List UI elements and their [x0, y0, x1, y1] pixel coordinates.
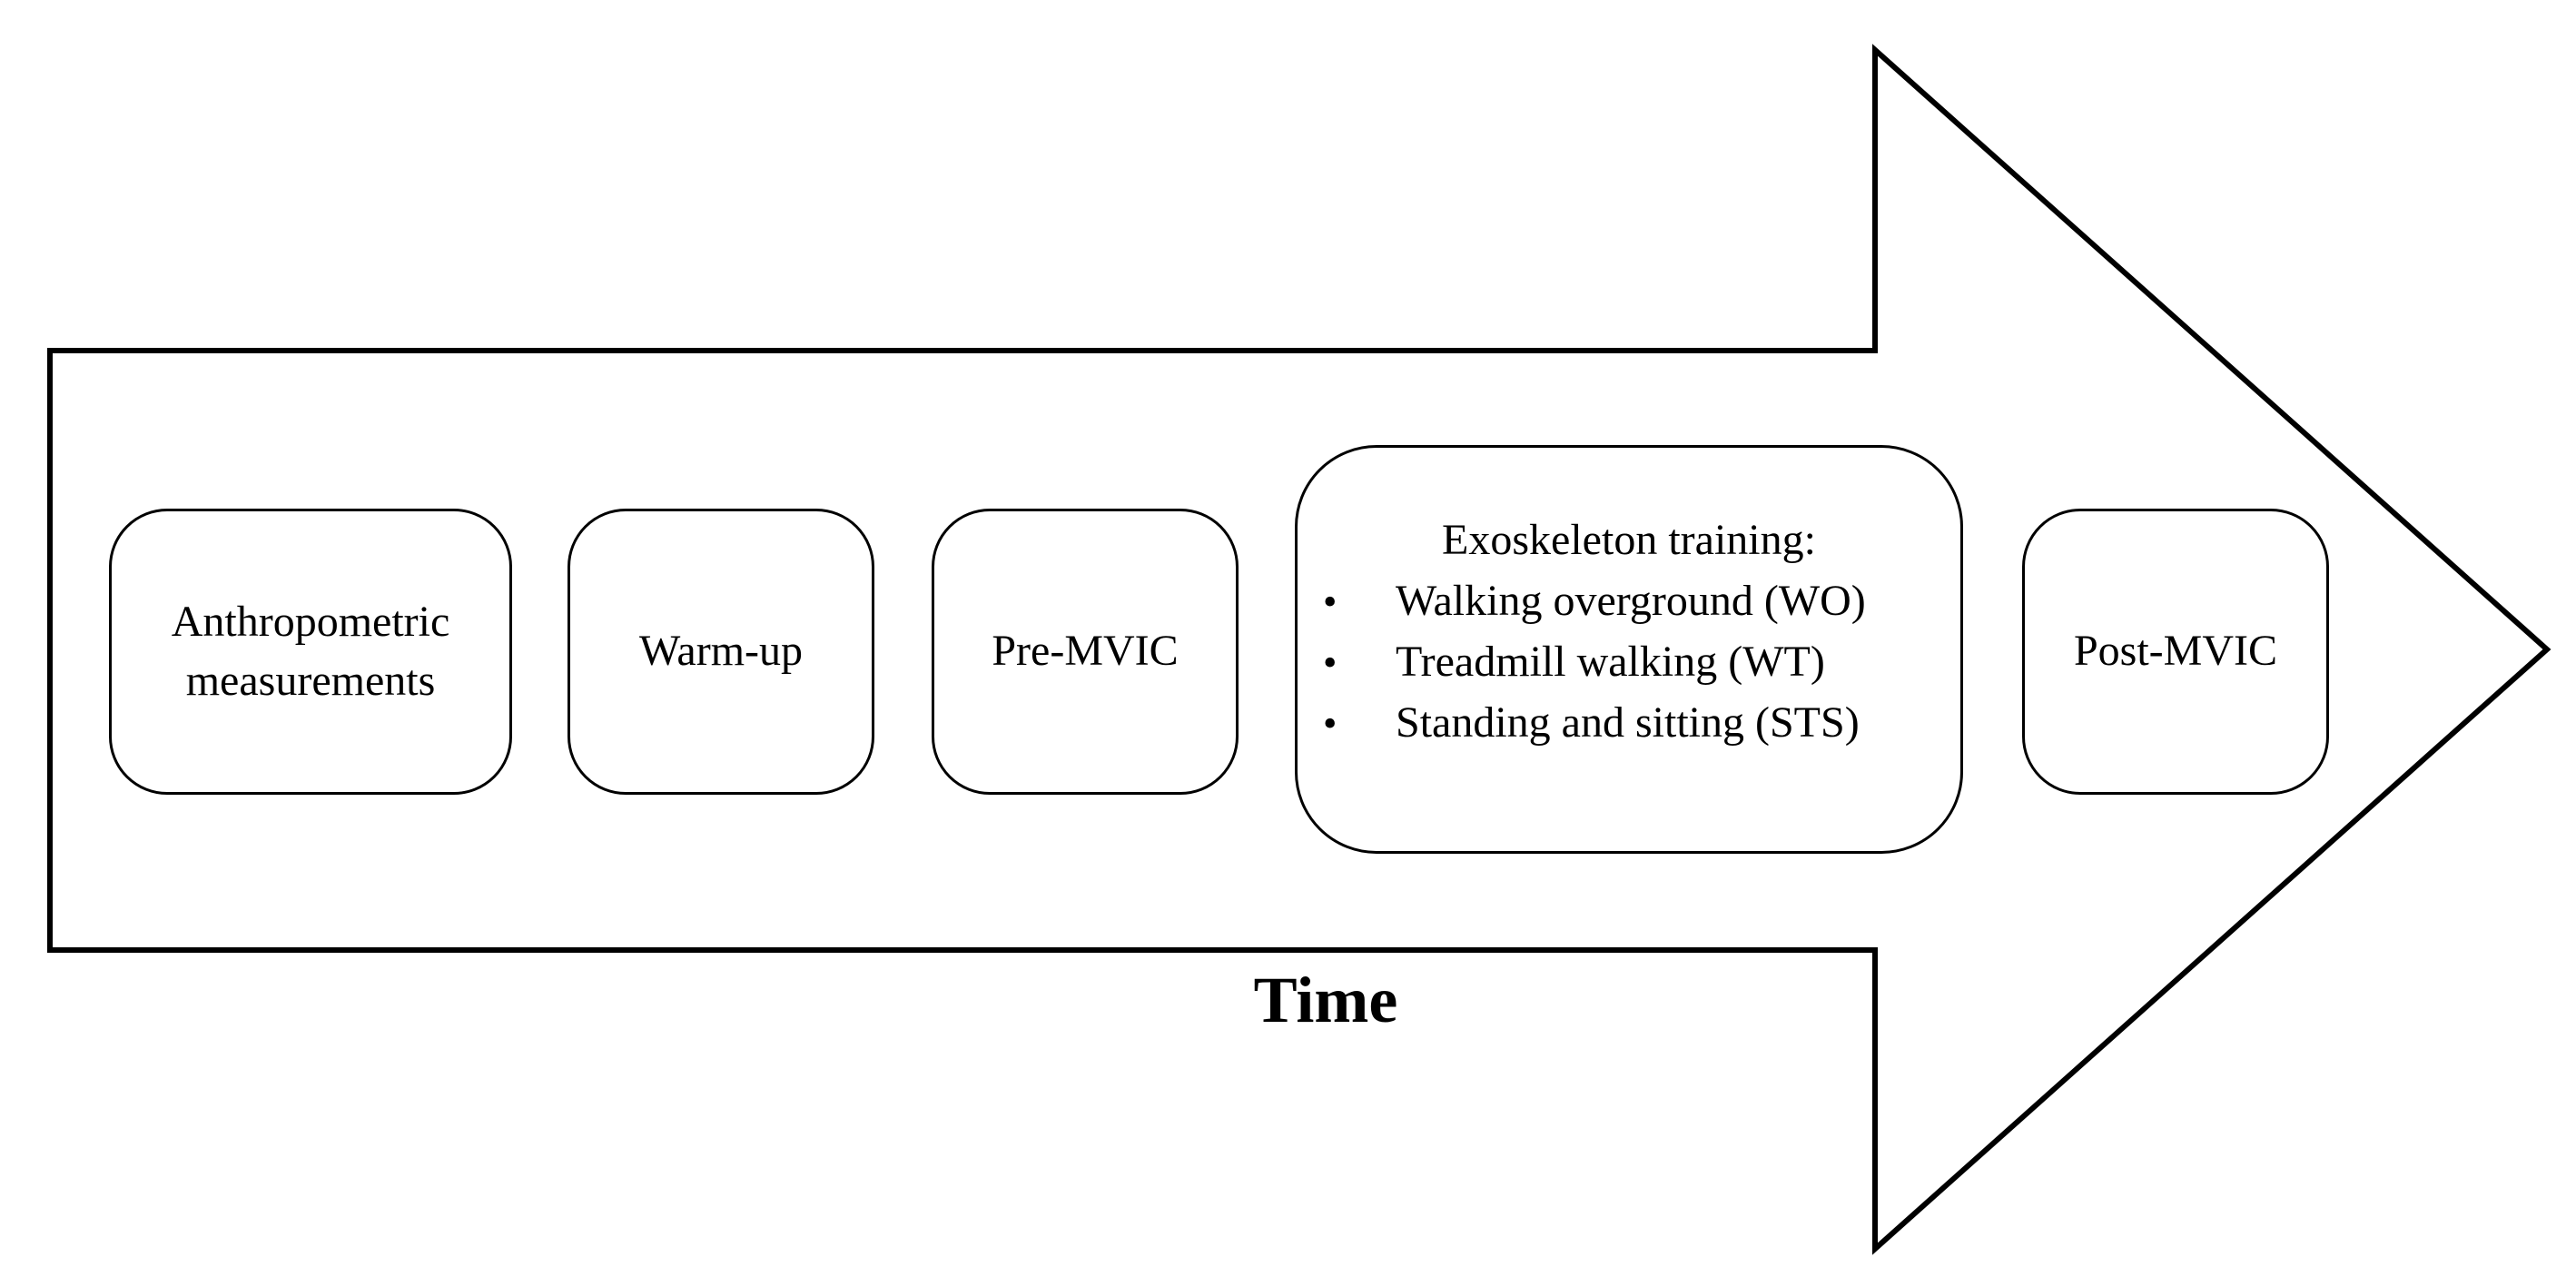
step-post-mvic: Post-MVIC	[2022, 509, 2329, 795]
training-item-text: Standing and sitting (STS)	[1396, 698, 1860, 747]
time-axis-label: Time	[1253, 964, 1398, 1036]
training-item-text: Treadmill walking (WT)	[1396, 638, 1825, 686]
step-warm-up: Warm-up	[568, 509, 874, 795]
training-title: Exoskeleton training:	[1442, 516, 1816, 564]
bullet: •	[1323, 640, 1337, 685]
training-list: • Walking overground (WO) • Treadmill wa…	[1323, 570, 1866, 753]
bullet: •	[1323, 701, 1337, 746]
step-pre-mvic: Pre-MVIC	[932, 509, 1239, 795]
step-label: Anthropometric measurements	[171, 597, 450, 705]
step-exoskeleton-training: Exoskeleton training: • Walking overgrou…	[1295, 445, 1963, 854]
list-item: • Treadmill walking (WT)	[1323, 631, 1866, 692]
step-label: Post-MVIC	[2073, 627, 2278, 676]
training-item-text: Walking overground (WO)	[1396, 577, 1866, 625]
step-label: Pre-MVIC	[992, 627, 1179, 676]
list-item: • Walking overground (WO)	[1323, 570, 1866, 631]
bullet: •	[1323, 579, 1337, 624]
step-label: Warm-up	[638, 627, 804, 676]
list-item: • Standing and sitting (STS)	[1323, 692, 1866, 753]
step-anthropometric-measurements: Anthropometric measurements	[109, 509, 512, 795]
